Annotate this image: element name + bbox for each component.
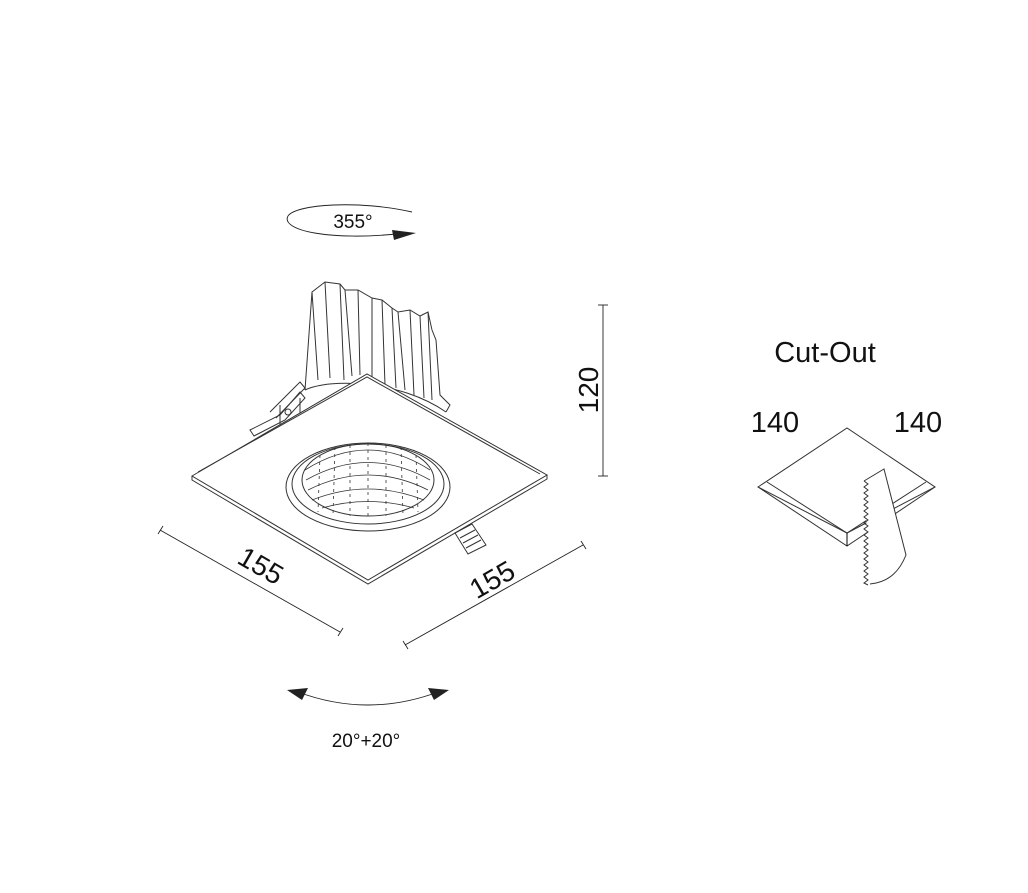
dimension-line-left: [157, 525, 344, 637]
cutout-panel: [757, 427, 936, 547]
connector-block: [454, 523, 487, 555]
cutout-title: Cut-Out: [774, 337, 876, 369]
reflector-honeycomb: [304, 443, 431, 517]
dimension-height: 120: [573, 367, 604, 414]
saw-icon: [863, 468, 907, 586]
dimension-line-height: [598, 304, 608, 477]
dimension-line-right: [402, 540, 587, 650]
tilt-arrow-icon: [287, 688, 449, 706]
dimension-width-right: 155: [464, 555, 520, 605]
tilt-label: 20°+20°: [332, 731, 401, 752]
rotation-arrow-icon: [286, 204, 416, 240]
cutout-width-left: 140: [751, 407, 799, 439]
dimension-width-left: 155: [233, 541, 289, 591]
rotation-label: 355°: [333, 212, 372, 233]
cutout-width-right: 140: [894, 407, 942, 439]
